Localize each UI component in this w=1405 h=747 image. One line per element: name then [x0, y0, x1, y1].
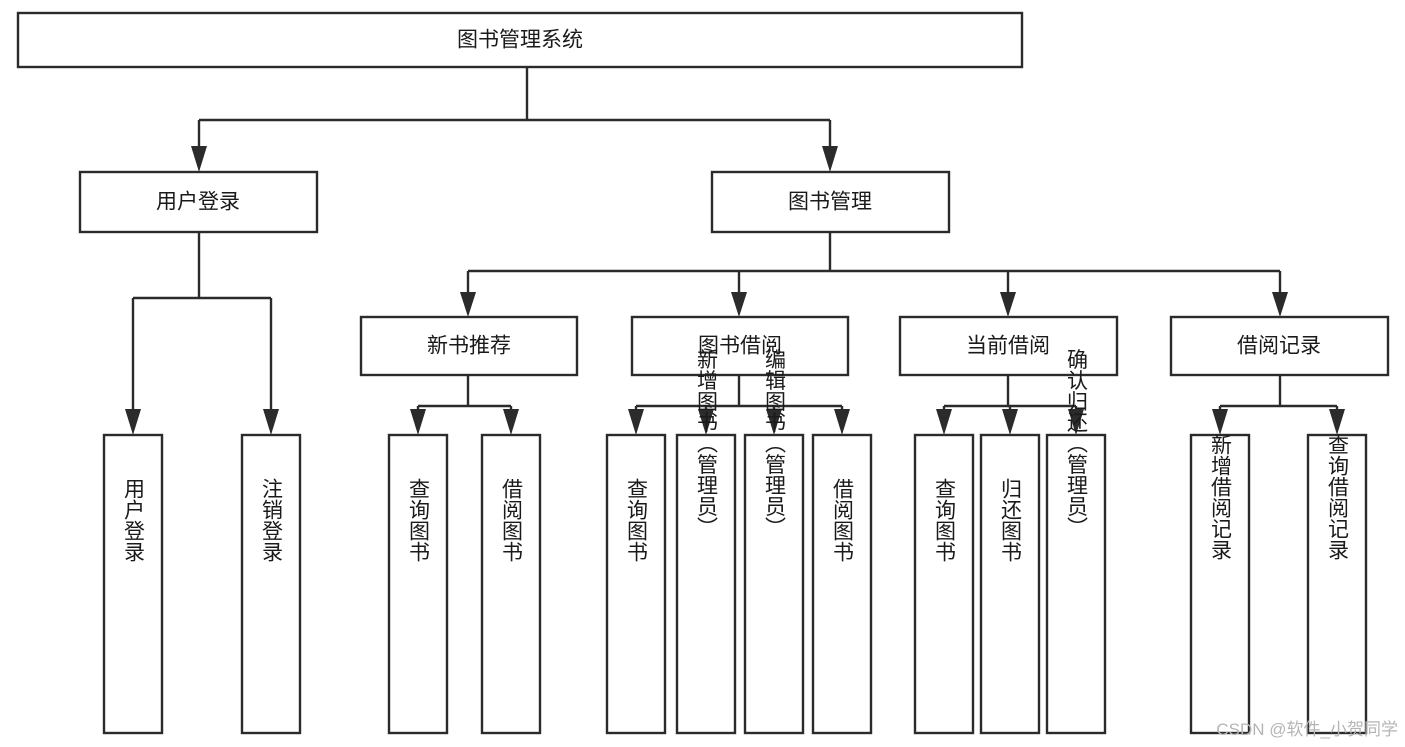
watermark-label: CSDN @软件_小贺同学: [1216, 720, 1398, 739]
arrow-icon-l1-1-0: [460, 292, 476, 317]
node-l3-12-box[interactable]: [1306, 433, 1368, 735]
node-root-box[interactable]: [16, 11, 1024, 69]
arrow-icon-l1-1-1: [731, 292, 747, 317]
node-leaf-add-borrow-record[interactable]: 新增借阅记录: [1189, 433, 1251, 735]
node-root[interactable]: 图书管理系统: [16, 11, 1024, 69]
connector-group-root: [191, 67, 838, 172]
node-leaf-query-book-borrow[interactable]: 查询图书: [605, 433, 667, 735]
arrow-icon-l2-2-0: [936, 409, 952, 435]
node-l3-2-box[interactable]: [387, 433, 449, 735]
connector-group-book-borrow: [628, 375, 850, 435]
node-new-book-recommend[interactable]: 新书推荐: [359, 315, 579, 377]
connector-group-user-login: [125, 232, 279, 435]
node-l3-6-box[interactable]: [743, 433, 805, 735]
node-l3-7-label: 借阅图书: [831, 478, 855, 562]
node-l3-9-box[interactable]: [979, 433, 1041, 735]
node-l3-1-box[interactable]: [240, 433, 302, 735]
node-l3-7-box[interactable]: [811, 433, 873, 735]
node-l3-6-label: 编辑图书（管理员）: [763, 349, 787, 538]
node-l3-8-label: 查询图书: [933, 478, 957, 562]
node-root-label: 图书管理系统: [457, 29, 583, 52]
arrow-icon-l2-0-1: [503, 409, 519, 435]
arrow-icon-l2-3-0: [1212, 409, 1228, 435]
arrow-icon-l1-1-2: [1000, 292, 1016, 317]
node-l3-3-label: 借阅图书: [500, 478, 524, 562]
node-l3-5-box[interactable]: [675, 433, 737, 735]
node-leaf-user-login[interactable]: 用户登录: [102, 433, 164, 735]
node-l3-5-label: 新增图书（管理员）: [695, 349, 719, 538]
node-l2-3-label: 借阅记录: [1237, 335, 1321, 358]
node-l2-0-label: 新书推荐: [427, 335, 511, 358]
node-l1-1-label: 图书管理: [788, 191, 872, 214]
node-leaf-edit-book-admin[interactable]: 编辑图书（管理员）: [743, 349, 805, 735]
node-l3-10-box[interactable]: [1045, 433, 1107, 735]
node-borrow-record[interactable]: 借阅记录: [1169, 315, 1390, 377]
node-l2-1-box[interactable]: [630, 315, 850, 377]
node-l3-10-label: 确认归还（管理员）: [1065, 349, 1089, 538]
node-book-management[interactable]: 图书管理: [710, 170, 951, 234]
node-l3-0-label: 用户登录: [122, 478, 146, 562]
node-l3-4-box[interactable]: [605, 433, 667, 735]
connector-group-current-borrow: [936, 375, 1084, 435]
node-leaf-query-book-recommend[interactable]: 查询图书: [387, 433, 449, 735]
node-l1-1-box[interactable]: [710, 170, 951, 234]
arrow-icon-l2-2-1: [1002, 409, 1018, 435]
arrow-icon-root-0: [191, 146, 207, 172]
node-leaf-confirm-return-admin[interactable]: 确认归还（管理员）: [1045, 349, 1107, 735]
node-l2-2-label: 当前借阅: [966, 335, 1050, 358]
node-l3-11-label: 新增借阅记录: [1209, 434, 1233, 560]
arrow-icon-l2-1-0: [628, 409, 644, 435]
arrow-icon-l2-1-1: [698, 409, 714, 435]
node-l3-3-box[interactable]: [480, 433, 542, 735]
arrow-icon-l1-0-0: [125, 409, 141, 435]
node-leaf-add-book-admin[interactable]: 新增图书（管理员）: [675, 349, 737, 735]
node-l3-0-box[interactable]: [102, 433, 164, 735]
node-l2-2-box[interactable]: [898, 315, 1119, 377]
connector-group-borrow-record: [1212, 375, 1345, 435]
node-leaf-return-book[interactable]: 归还图书: [979, 433, 1041, 735]
node-l2-0-box[interactable]: [359, 315, 579, 377]
node-leaf-logout[interactable]: 注销登录: [240, 433, 302, 735]
arrow-icon-l2-1-2: [766, 409, 782, 435]
node-l3-2-label: 查询图书: [407, 478, 431, 562]
node-leaf-borrow-book-recommend[interactable]: 借阅图书: [480, 433, 542, 735]
arrow-icon-l2-0-0: [410, 409, 426, 435]
arrow-icon-l2-3-1: [1329, 409, 1345, 435]
node-l1-0-label: 用户登录: [156, 191, 240, 214]
arrow-icon-l1-0-1: [263, 409, 279, 435]
node-l2-3-box[interactable]: [1169, 315, 1390, 377]
arrow-icon-l2-2-2: [1068, 409, 1084, 435]
arrow-icon-root-1: [822, 146, 838, 172]
node-current-borrow[interactable]: 当前借阅: [898, 315, 1119, 377]
node-l3-1-label: 注销登录: [260, 478, 284, 562]
node-book-borrow[interactable]: 图书借阅: [630, 315, 850, 377]
node-user-login[interactable]: 用户登录: [78, 170, 319, 234]
node-l1-0-box[interactable]: [78, 170, 319, 234]
node-leaf-borrow-book[interactable]: 借阅图书: [811, 433, 873, 735]
node-l3-8-box[interactable]: [913, 433, 975, 735]
node-leaf-query-book-current[interactable]: 查询图书: [913, 433, 975, 735]
arrow-icon-l1-1-3: [1272, 292, 1288, 317]
connector-group-new-book-recommend: [410, 375, 519, 435]
node-l2-1-label: 图书借阅: [698, 335, 782, 358]
arrow-icon-l2-1-3: [834, 409, 850, 435]
node-l3-11-box[interactable]: [1189, 433, 1251, 735]
node-leaf-query-borrow-record[interactable]: 查询借阅记录: [1306, 433, 1368, 735]
node-l3-9-label: 归还图书: [999, 478, 1023, 562]
node-l3-4-label: 查询图书: [625, 478, 649, 562]
connector-group-book-management: [460, 232, 1288, 317]
node-l3-12-label: 查询借阅记录: [1326, 434, 1350, 560]
